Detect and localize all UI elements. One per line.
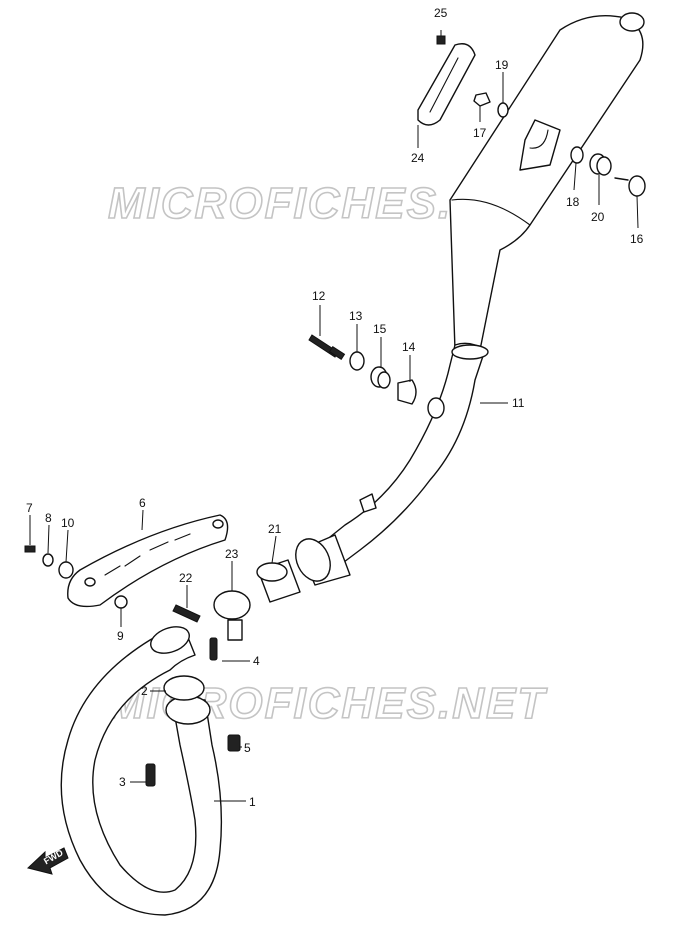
callout-16: 16: [630, 232, 644, 246]
callout-7: 7: [26, 501, 33, 515]
callout-9: 9: [117, 629, 124, 643]
muffler: [295, 12, 645, 586]
callout-5: 5: [244, 741, 251, 755]
callout-21: 21: [268, 522, 282, 536]
callout-18: 18: [566, 195, 580, 209]
callout-4: 4: [253, 654, 260, 668]
callout-14: 14: [402, 340, 416, 354]
callout-10: 10: [61, 516, 75, 530]
callout-25: 25: [434, 6, 448, 20]
exhaust-pipe: [60, 626, 223, 916]
callout-11: 11: [512, 396, 525, 410]
callout-8: 8: [45, 511, 52, 525]
callout-12: 12: [312, 289, 326, 303]
callout-2: 2: [141, 684, 148, 698]
callout-13: 13: [349, 309, 363, 323]
heat-shield: [67, 514, 229, 608]
callout-3: 3: [119, 775, 126, 789]
callout-22: 22: [179, 571, 193, 585]
callout-15: 15: [373, 322, 387, 336]
hardware: [24, 35, 646, 787]
bracket-24: [417, 43, 476, 126]
callout-20: 20: [591, 210, 605, 224]
callout-1: 1: [249, 795, 256, 809]
callout-6: 6: [139, 496, 146, 510]
callout-17: 17: [473, 126, 487, 140]
callout-19: 19: [495, 58, 509, 72]
callout-23: 23: [225, 547, 239, 561]
callout-24: 24: [411, 151, 425, 165]
leader-lines: [29, 30, 639, 802]
callout-numbers: 25 19 17 24 18 20 16 12 13 15 14 11 7 8 …: [26, 6, 644, 809]
fwd-arrow-icon: FWD: [26, 847, 69, 875]
